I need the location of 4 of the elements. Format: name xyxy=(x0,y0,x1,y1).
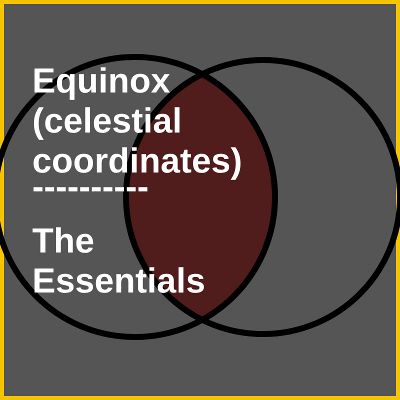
subtitle: The Essentials xyxy=(32,227,204,293)
venn-circle xyxy=(0,54,278,340)
title: Equinox (celestial coordinates) xyxy=(34,67,240,180)
separator-text: ---------- xyxy=(34,187,148,192)
